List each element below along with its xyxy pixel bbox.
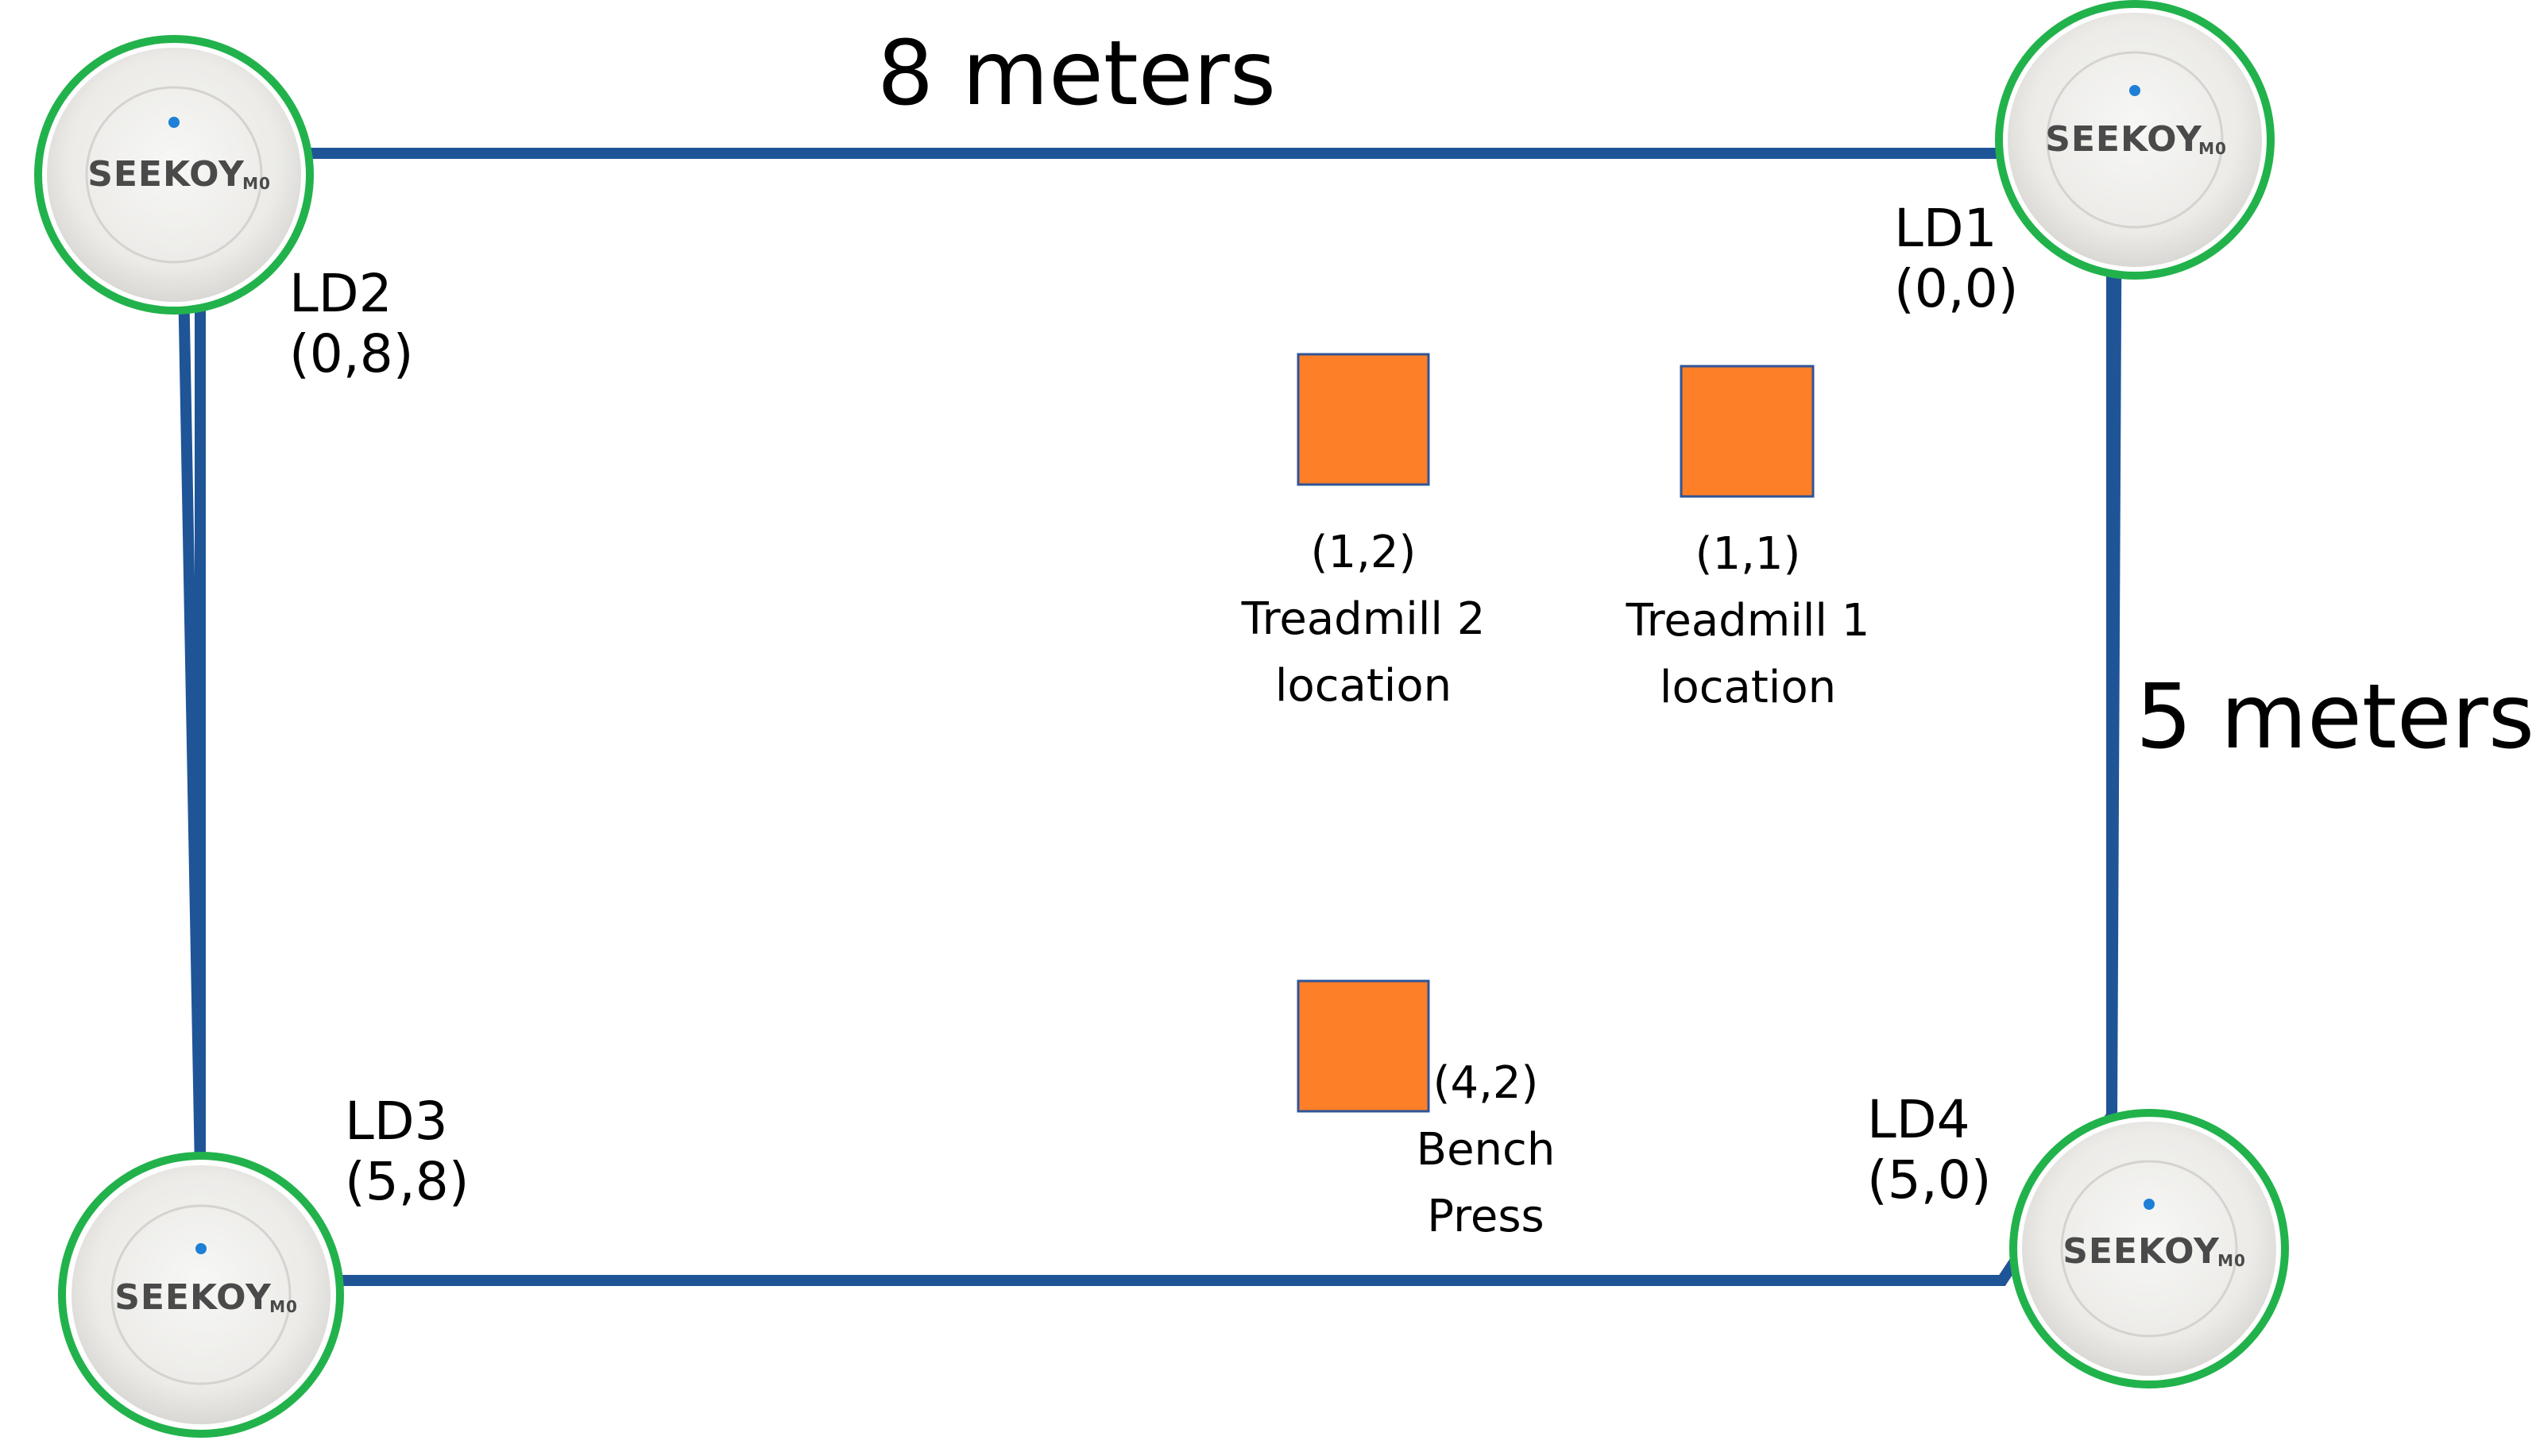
bench-press-marker <box>1297 979 1430 1113</box>
device-brand-text: SEEKOY <box>2063 1231 2220 1272</box>
seekoy-beacon-icon: SEEKOY M0 <box>2009 1109 2289 1388</box>
treadmill-1-coord: (1,1) <box>1695 528 1801 580</box>
ld1-name: LD1 <box>1894 198 1997 259</box>
treadmill-1-sub: location <box>1659 662 1837 713</box>
treadmill-2-marker <box>1297 353 1430 486</box>
width-dimension-label: 8 meters <box>877 22 1277 126</box>
device-brand-text: SEEKOY <box>2045 119 2202 160</box>
ld3-label: LD3 (5,8) <box>345 1091 469 1212</box>
ld1-coord: (0,0) <box>1894 258 2019 319</box>
device-model-text: M0 <box>2217 1251 2246 1270</box>
ld2-coord: (0,8) <box>289 323 414 384</box>
device-model-text: M0 <box>269 1297 298 1316</box>
bench-press-sub: Press <box>1427 1191 1544 1242</box>
ld4-coord: (5,0) <box>1867 1149 1992 1211</box>
ld2-name: LD2 <box>289 263 392 324</box>
ld3-coord: (5,8) <box>345 1151 470 1212</box>
treadmill-2-sub: location <box>1274 660 1452 712</box>
treadmill-1-marker <box>1680 365 1815 498</box>
ld4-label: LD4 (5,0) <box>1867 1090 1991 1211</box>
treadmill-1-name: Treadmill 1 <box>1626 595 1870 647</box>
ld1-label: LD1 (0,0) <box>1894 199 2018 319</box>
device-brand-text: SEEKOY <box>114 1277 272 1318</box>
height-dimension-label: 5 meters <box>2136 666 2535 769</box>
device-model-text: M0 <box>242 174 271 193</box>
treadmill-2-name: Treadmill 2 <box>1241 593 1486 645</box>
bench-press-coord: (4,2) <box>1432 1057 1539 1109</box>
treadmill-2-label: (1,2) Treadmill 2 location <box>1204 519 1522 720</box>
ld3-name: LD3 <box>345 1091 448 1152</box>
seekoy-beacon-icon: SEEKOY M0 <box>1995 0 2275 280</box>
ld4-name: LD4 <box>1867 1089 1970 1150</box>
device-brand-text: SEEKOY <box>87 154 245 195</box>
ld2-label: LD2 (0,8) <box>289 264 413 384</box>
device-model-text: M0 <box>2198 139 2227 158</box>
seekoy-beacon-icon: SEEKOY M0 <box>34 35 314 315</box>
treadmill-1-label: (1,1) Treadmill 1 location <box>1589 521 1907 721</box>
bench-press-name: Bench <box>1416 1124 1556 1176</box>
bench-press-label: (4,2) Bench Press <box>1414 1050 1557 1250</box>
treadmill-2-coord: (1,2) <box>1310 527 1417 578</box>
seekoy-beacon-icon: SEEKOY M0 <box>58 1152 344 1438</box>
